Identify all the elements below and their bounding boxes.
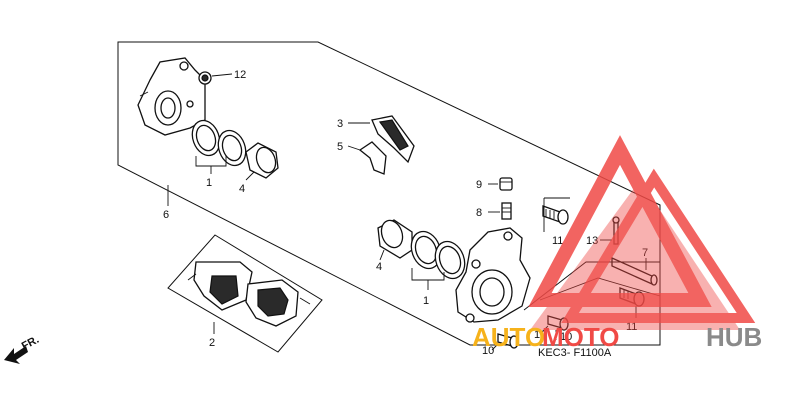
callout-7: 7 [642, 247, 648, 259]
svg-text:AUTO: AUTO [472, 322, 545, 352]
brake-pad-rear [245, 279, 311, 327]
direction-label: FR. [20, 334, 41, 353]
cap [198, 71, 212, 85]
callout-11-upper: 11 [552, 235, 563, 247]
watermark-text: AUTO MOTO HUB [472, 322, 762, 352]
callout-12: 12 [234, 69, 246, 81]
bleeder-cap [499, 177, 513, 191]
callout-11-lower: 11 [626, 321, 637, 333]
callout-4-upper: 4 [239, 183, 245, 195]
brake-pad-front [187, 261, 253, 311]
callout-1-upper: 1 [206, 177, 212, 189]
bleeder-valve [501, 202, 512, 220]
slide-pin [611, 256, 658, 286]
front-direction-arrow-icon [4, 346, 28, 364]
pad-retainer [358, 141, 387, 175]
callout-3: 3 [337, 118, 343, 130]
svg-text:MOTO: MOTO [542, 322, 620, 352]
callout-10-b: 10 [482, 345, 494, 357]
pad-set-frame [167, 234, 323, 353]
piston-lower [377, 219, 413, 259]
caliper-body-left [137, 57, 206, 136]
callout-10-c: 10 [560, 331, 572, 343]
caliper-body-right [455, 227, 531, 323]
mounting-bolt-b [497, 333, 519, 349]
svg-text:HUB: HUB [706, 322, 762, 352]
callout-2: 2 [209, 337, 215, 349]
piston-seals-upper [191, 119, 247, 167]
bolt-upper [542, 205, 569, 225]
callout-1-lower: 1 [423, 295, 429, 307]
assembly-frame [117, 41, 661, 346]
watermark-logo [528, 135, 756, 330]
callout-9: 9 [476, 179, 482, 191]
callout-6: 6 [163, 209, 169, 221]
pad-spring [371, 115, 415, 164]
diagram-code: KEC3- F1100A [538, 347, 612, 359]
callout-10-a: 10 [534, 329, 546, 341]
callout-4-lower: 4 [376, 261, 382, 273]
callout-13: 13 [586, 235, 598, 247]
piston-upper [245, 142, 279, 179]
callout-5: 5 [337, 141, 343, 153]
piston-seals-lower [410, 230, 466, 280]
callout-8: 8 [476, 207, 482, 219]
